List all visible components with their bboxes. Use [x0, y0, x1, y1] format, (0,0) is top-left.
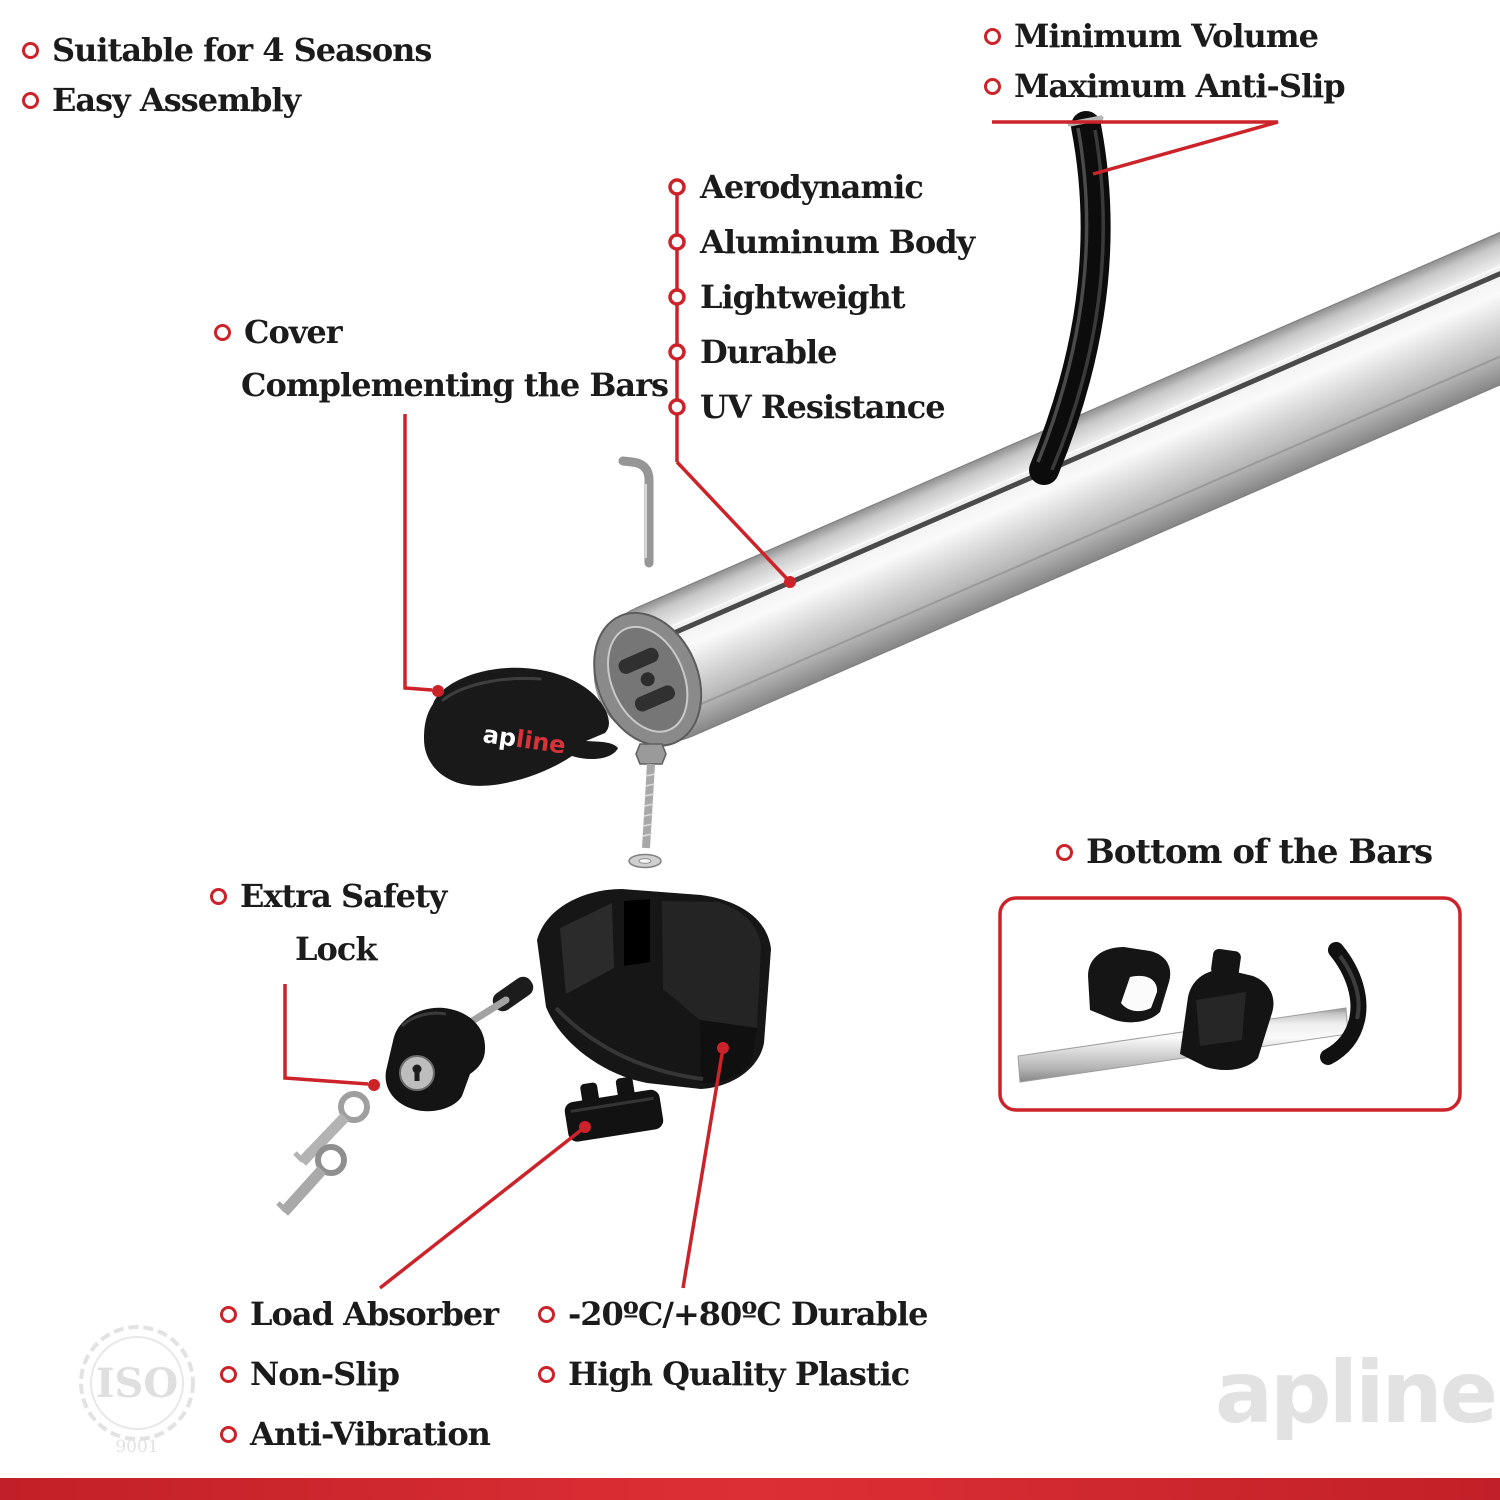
bullet-icon: [220, 1365, 237, 1383]
bullet-icon: [220, 1305, 237, 1323]
feature-label: Aluminum Body: [700, 223, 975, 261]
feature-label: Minimum Volume: [1014, 17, 1319, 55]
washer-illustration: [628, 853, 662, 869]
bar-feature-bullets: [668, 178, 686, 416]
feature-item: Maximum Anti-Slip: [984, 66, 1346, 106]
feature-item: Extra Safety: [210, 876, 447, 916]
feature-label: Lightweight: [700, 278, 906, 316]
bullet-icon: [22, 41, 39, 59]
feature-label: Easy Assembly: [52, 81, 301, 119]
feature-item: High Quality Plastic: [538, 1354, 927, 1394]
lock-label: Extra Safety Lock: [210, 876, 447, 969]
cover-label: Cover Complementing the Bars: [214, 312, 669, 405]
foot-feature-list: Load Absorber Non-Slip Anti-Vibration: [220, 1294, 499, 1454]
top-right-feature-list: Minimum Volume Maximum Anti-Slip: [984, 16, 1346, 106]
feature-label: Durable: [700, 333, 838, 371]
allen-key-illustration: [618, 456, 654, 568]
annotation-lines: [283, 120, 1279, 1290]
lock-label-line1: Extra Safety: [240, 877, 447, 915]
bottom-of-bars-text: Bottom of the Bars: [1086, 832, 1433, 872]
feature-label: UV Resistance: [700, 388, 946, 426]
iso-watermark: ISO 9001: [79, 1325, 195, 1457]
top-left-feature-list: Suitable for 4 Seasons Easy Assembly: [22, 30, 432, 120]
bullet-icon: [538, 1305, 555, 1323]
bullet-icon: [220, 1425, 237, 1443]
bullet-icon: [210, 887, 227, 905]
cover-illustration: apline: [424, 667, 618, 786]
feature-item: Bottom of the Bars: [1056, 832, 1433, 872]
cover-logo: apline: [481, 720, 567, 759]
bullet-icon: [214, 323, 231, 341]
feature-label: Anti-Vibration: [250, 1415, 491, 1453]
feature-item: Easy Assembly: [22, 80, 431, 120]
bolt-illustration: [635, 743, 667, 849]
feature-item: Cover: [214, 312, 668, 352]
bullet-icon: [984, 27, 1001, 45]
feature-item: Suitable for 4 Seasons: [22, 30, 432, 70]
material-feature-list: -20ºC/+80ºC Durable High Quality Plastic: [538, 1294, 928, 1394]
lock-label-line2: Lock: [295, 930, 378, 968]
feature-label: Load Absorber: [250, 1295, 499, 1333]
cover-label-line2: Complementing the Bars: [241, 366, 669, 404]
bullet-icon: [22, 91, 39, 109]
bottom-of-bars-label: Bottom of the Bars: [1056, 832, 1433, 872]
crossbar-illustration: [593, 210, 1500, 747]
keys-illustration: [276, 1091, 370, 1216]
svg-text:ISO: ISO: [96, 1360, 178, 1407]
svg-text:9001: 9001: [115, 1437, 158, 1457]
foot-clamp-illustration: [537, 889, 771, 1089]
feature-item: Load Absorber: [220, 1294, 499, 1334]
feature-label: Maximum Anti-Slip: [1014, 67, 1346, 105]
cover-label-line1: Cover: [244, 313, 343, 351]
annotation-dots: [368, 576, 796, 1133]
feature-label: -20ºC/+80ºC Durable: [568, 1295, 928, 1333]
feature-label: Non-Slip: [250, 1355, 400, 1393]
bullet-icon: [1056, 843, 1073, 861]
feature-item: Anti-Vibration: [220, 1414, 498, 1454]
feature-item: Minimum Volume: [984, 16, 1345, 56]
feature-item: -20ºC/+80ºC Durable: [538, 1294, 928, 1334]
feature-item: Non-Slip: [220, 1354, 498, 1394]
bullet-icon: [538, 1365, 555, 1383]
bullet-icon: [984, 77, 1001, 95]
brand-watermark: apline: [1215, 1343, 1498, 1443]
feature-label: High Quality Plastic: [568, 1355, 910, 1393]
feature-label: Suitable for 4 Seasons: [52, 31, 432, 69]
lock-illustration: [385, 976, 534, 1112]
bar-feature-list: Aerodynamic Aluminum Body Lightweight Du…: [700, 167, 975, 427]
feature-label: Aerodynamic: [700, 168, 924, 206]
bottom-red-bar: [0, 1478, 1500, 1500]
inset-bottom-bars-image: [998, 896, 1462, 1112]
